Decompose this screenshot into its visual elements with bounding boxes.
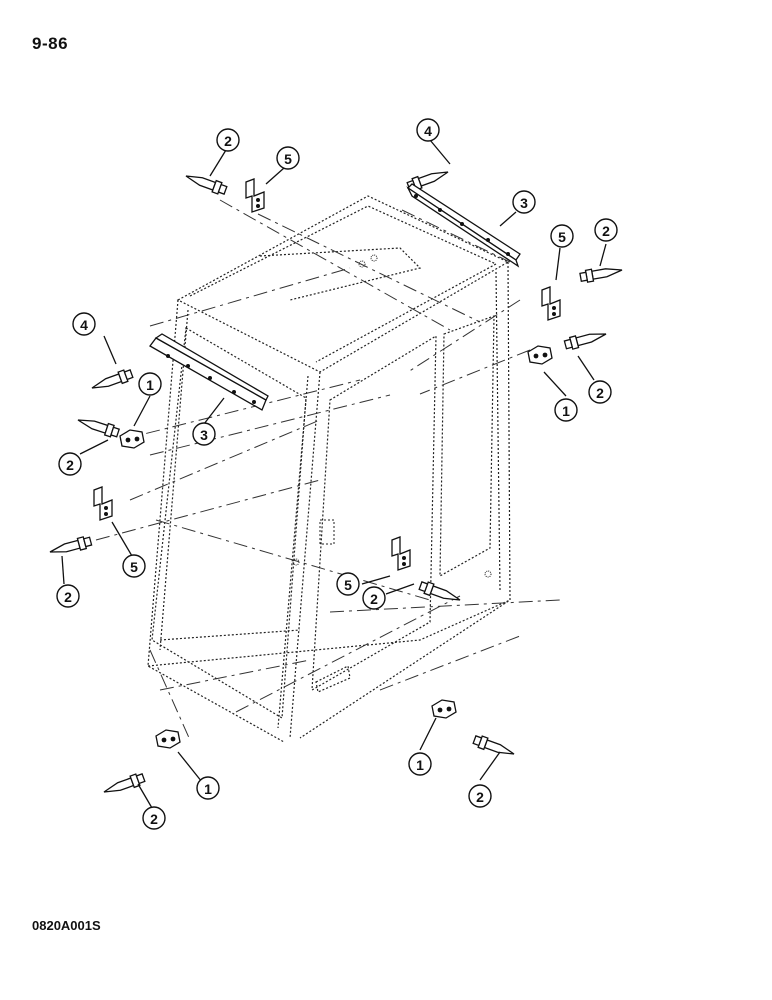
svg-text:4: 4 bbox=[424, 123, 432, 139]
callout-4-top-right: 4 bbox=[416, 118, 440, 142]
bracket-part-5-center bbox=[391, 536, 411, 571]
clip-part-1-left bbox=[119, 429, 145, 449]
alignment-lines bbox=[95, 199, 561, 741]
pin-part-2-right-lower bbox=[563, 327, 609, 352]
callout-4-left: 4 bbox=[72, 312, 96, 336]
svg-text:5: 5 bbox=[344, 577, 352, 593]
callout-2-top-left: 2 bbox=[216, 128, 240, 152]
callout-2-left-lower: 2 bbox=[56, 584, 80, 608]
pin-part-2-left-lower bbox=[47, 534, 93, 559]
callout-2-right: 2 bbox=[594, 218, 618, 242]
callout-2-bottom-right: 2 bbox=[468, 784, 492, 808]
svg-text:2: 2 bbox=[66, 457, 74, 473]
callout-1-bottom-right: 1 bbox=[408, 752, 432, 776]
bracket-part-5-top-left bbox=[245, 178, 265, 213]
svg-text:2: 2 bbox=[64, 589, 72, 605]
svg-text:1: 1 bbox=[146, 377, 154, 393]
callout-5-left: 5 bbox=[122, 554, 146, 578]
leader-lines bbox=[61, 139, 607, 809]
callout-5-top-left: 5 bbox=[276, 146, 300, 170]
bracket-part-5-left bbox=[93, 486, 113, 521]
pin-part-2-top-left bbox=[183, 169, 229, 197]
svg-text:2: 2 bbox=[602, 223, 610, 239]
clip-part-1-bottom-right bbox=[431, 699, 457, 719]
callout-2-bottom-left: 2 bbox=[142, 806, 166, 830]
page-number: 9-86 bbox=[32, 34, 69, 53]
svg-text:1: 1 bbox=[416, 757, 424, 773]
hinge-strip-part-3-top-right bbox=[406, 183, 521, 268]
callout-2-right-lower: 2 bbox=[588, 380, 612, 404]
callout-3-top-right: 3 bbox=[512, 190, 536, 214]
svg-text:2: 2 bbox=[370, 591, 378, 607]
callout-3-left: 3 bbox=[192, 422, 216, 446]
svg-text:3: 3 bbox=[200, 427, 208, 443]
svg-text:2: 2 bbox=[596, 385, 604, 401]
pin-part-4-left bbox=[89, 367, 135, 395]
svg-text:5: 5 bbox=[130, 559, 138, 575]
clip-part-1-right bbox=[527, 345, 553, 365]
cab-frame bbox=[147, 195, 511, 743]
callout-2-left: 2 bbox=[58, 452, 82, 476]
pin-part-2-bottom-right bbox=[471, 733, 517, 761]
callout-2-center: 2 bbox=[362, 586, 386, 610]
svg-text:2: 2 bbox=[150, 811, 158, 827]
svg-text:1: 1 bbox=[562, 403, 570, 419]
callout-1-right: 1 bbox=[554, 398, 578, 422]
svg-text:4: 4 bbox=[80, 317, 88, 333]
svg-text:5: 5 bbox=[284, 151, 292, 167]
svg-text:2: 2 bbox=[224, 133, 232, 149]
svg-text:5: 5 bbox=[558, 229, 566, 245]
pin-part-2-left-upper bbox=[75, 413, 121, 440]
callout-5-right: 5 bbox=[550, 224, 574, 248]
pin-part-2-center bbox=[417, 579, 463, 607]
svg-text:1: 1 bbox=[204, 781, 212, 797]
bracket-part-5-right bbox=[541, 286, 561, 321]
clip-part-1-bottom-left bbox=[155, 729, 181, 749]
callout-1-bottom-left: 1 bbox=[196, 776, 220, 800]
figure-code: 0820A001S bbox=[32, 918, 101, 933]
hinge-strip-part-3-left bbox=[149, 333, 269, 411]
svg-text:3: 3 bbox=[520, 195, 528, 211]
callout-5-center: 5 bbox=[336, 572, 360, 596]
svg-text:2: 2 bbox=[476, 789, 484, 805]
pin-part-2-right-upper bbox=[578, 263, 624, 284]
callout-1-left: 1 bbox=[138, 372, 162, 396]
